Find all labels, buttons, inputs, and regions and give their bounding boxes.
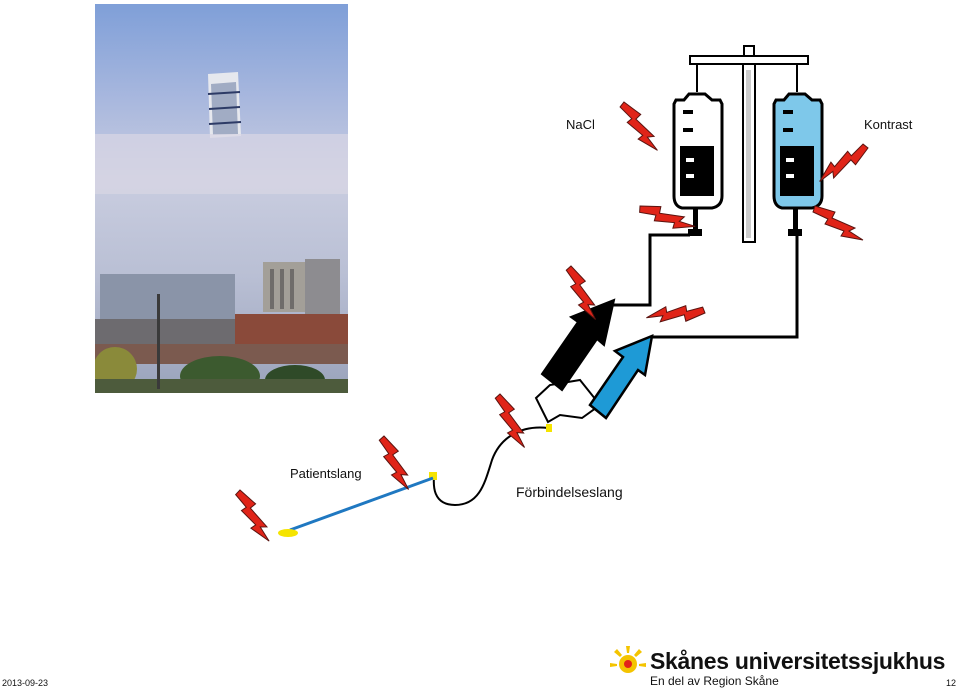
blue-arrow-icon xyxy=(588,333,654,420)
logo-sun-icon xyxy=(610,646,646,673)
connector-yellow-top xyxy=(546,424,552,432)
slide-page-number: 12 xyxy=(945,678,956,688)
forbindelseslang-label: Förbindelseslang xyxy=(516,484,623,500)
lightning-bolt-icon xyxy=(223,488,285,542)
nacl-label: NaCl xyxy=(566,117,595,132)
logo-name: Skånes universitetssjukhus xyxy=(650,648,946,674)
lightning-bolt-icon xyxy=(812,205,864,241)
iv-stand xyxy=(689,45,809,243)
black-arrow-icon xyxy=(540,298,616,392)
lightning-bolt-icon xyxy=(364,434,427,490)
connector-yellow-mid xyxy=(429,472,437,480)
lightning-bolt-icon xyxy=(645,285,708,345)
patientslang-label: Patientslang xyxy=(290,466,362,481)
lightning-bolt-icon xyxy=(480,392,543,448)
patient-connector xyxy=(278,529,298,537)
logo-tagline: En del av Region Skåne xyxy=(650,674,779,688)
lightning-bolt-icon xyxy=(819,133,870,194)
kontrast-bag-icon xyxy=(772,92,824,236)
hospital-logo: Skånes universitetssjukhus En del av Reg… xyxy=(610,644,950,688)
city-fog-photo xyxy=(95,4,348,393)
patientslang-line xyxy=(289,476,434,532)
y-connector xyxy=(534,378,602,424)
slide-date: 2013-09-23 xyxy=(2,678,49,688)
nacl-bag-icon xyxy=(672,92,724,236)
kontrast-label: Kontrast xyxy=(864,117,913,132)
bag-tubing xyxy=(606,233,799,339)
lightning-bolt-icon xyxy=(609,100,670,151)
